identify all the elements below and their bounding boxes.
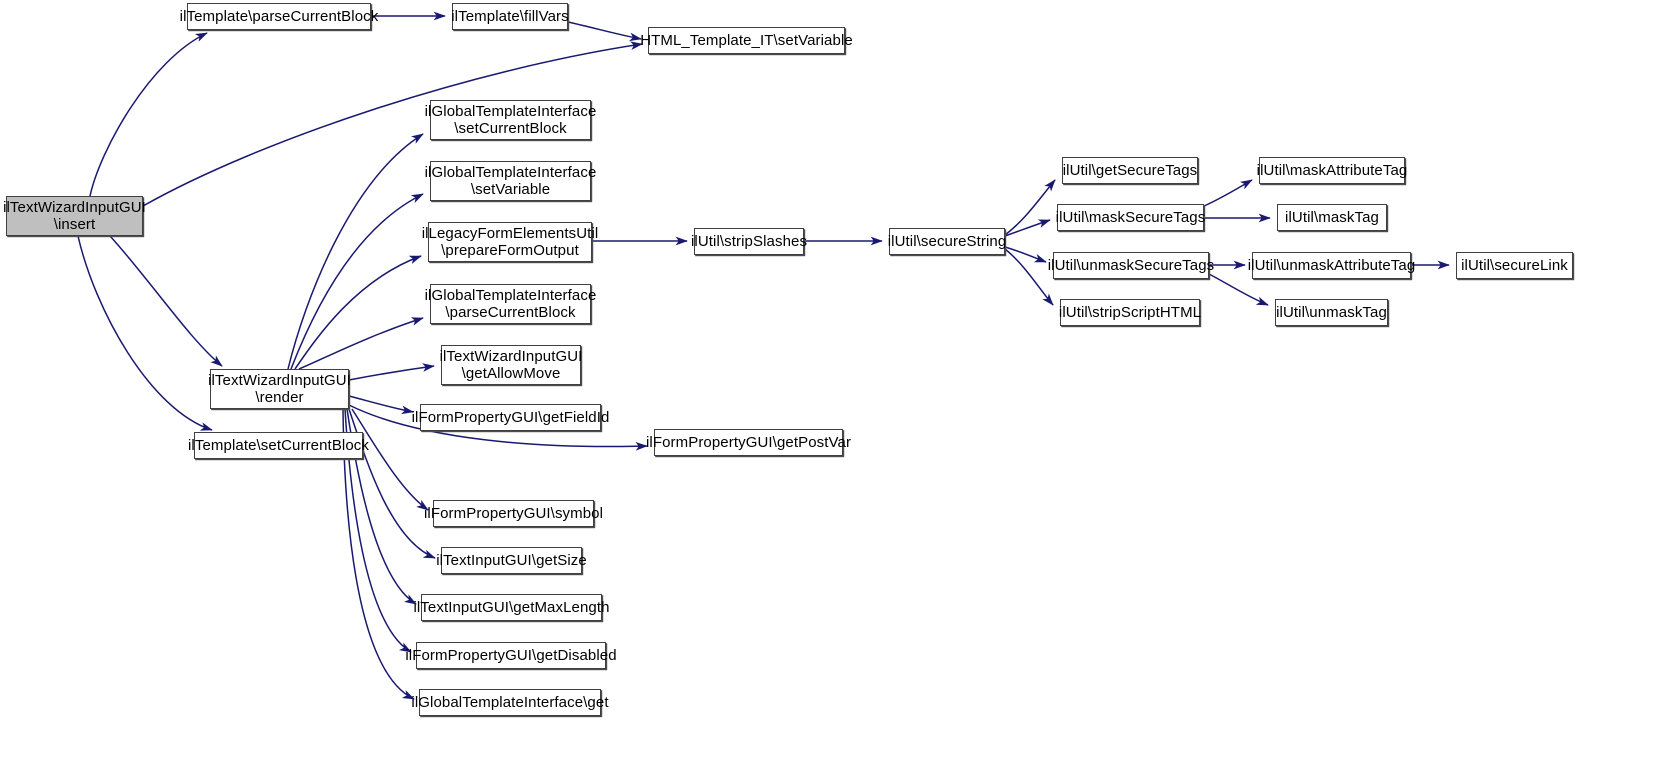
graph-node-label: ilUtil\maskSecureTags [1055,209,1206,226]
graph-node-label: ilUtil\secureLink [1461,257,1568,274]
graph-node-maskTag[interactable]: ilUtil\maskTag [1277,204,1387,231]
graph-node-label: ilLegacyFormElementsUtil \prepareFormOut… [421,225,599,259]
graph-node-label: ilUtil\unmaskAttributeTag [1247,257,1416,274]
graph-node-symbol[interactable]: ilFormPropertyGUI\symbol [424,500,603,527]
graph-edge-secureString-to-maskSecureTags [1004,219,1051,237]
graph-node-tplSetCurrentBlock[interactable]: ilTemplate\setCurrentBlock [188,432,369,459]
graph-node-label: ilTemplate\setCurrentBlock [188,437,370,454]
graph-node-maskAttributeTag[interactable]: ilUtil\maskAttributeTag [1257,157,1407,184]
graph-edge-render-to-gtiSetCurrentBlock [287,133,424,370]
graph-edge-render-to-getAllowMove [348,363,435,381]
graph-node-label: ilGlobalTemplateInterface\get [411,694,609,711]
graph-node-label: ilUtil\secureString [887,233,1007,250]
graph-node-unmaskAttributeTag[interactable]: ilUtil\unmaskAttributeTag [1248,252,1415,279]
graph-node-render[interactable]: ilTextWizardInputGUI \render [208,369,351,409]
graph-node-parseCurrentBlock[interactable]: ilTemplate\parseCurrentBlock [180,3,378,30]
graph-edge-secureString-to-unmaskSecureTags [1004,246,1047,263]
graph-node-prepareFormOutput[interactable]: ilLegacyFormElementsUtil \prepareFormOut… [422,222,598,262]
graph-edge-fillVars-to-setVariableIT [567,21,642,42]
graph-node-label: ilUtil\unmaskSecureTags [1047,257,1215,274]
graph-node-secureString[interactable]: ilUtil\secureString [888,228,1006,255]
graph-node-label: ilUtil\maskTag [1285,209,1379,226]
graph-node-getAllowMove[interactable]: ilTextWizardInputGUI \getAllowMove [440,345,582,385]
graph-node-label: ilGlobalTemplateInterface \setCurrentBlo… [424,103,597,137]
graph-node-gtiGet[interactable]: ilGlobalTemplateInterface\get [411,689,608,716]
graph-node-setVariableIT[interactable]: HTML_Template_IT\setVariable [640,27,853,54]
graph-node-secureLink[interactable]: ilUtil\secureLink [1456,252,1573,279]
graph-edge-render-to-gtiParseCurrentBlock [298,317,424,370]
graph-node-label: ilTemplate\parseCurrentBlock [179,8,379,25]
graph-node-label: HTML_Template_IT\setVariable [640,32,853,49]
graph-node-insert[interactable]: ilTextWizardInputGUI \insert [3,196,146,236]
graph-node-getDisabled[interactable]: ilFormPropertyGUI\getDisabled [405,642,617,669]
graph-node-unmaskSecureTags[interactable]: ilUtil\unmaskSecureTags [1048,252,1214,279]
graph-node-getMaxLength[interactable]: ilTextInputGUI\getMaxLength [413,594,609,621]
graph-node-label: ilUtil\getSecureTags [1062,162,1198,179]
graph-node-label: ilTextInputGUI\getMaxLength [413,599,610,616]
graph-node-getPostVar[interactable]: ilFormPropertyGUI\getPostVar [646,429,851,456]
graph-node-label: ilFormPropertyGUI\getDisabled [405,647,617,664]
graph-edge-render-to-gtiSetVariable [290,193,424,370]
graph-node-unmaskTag[interactable]: ilUtil\unmaskTag [1275,299,1388,326]
graph-node-label: ilUtil\stripSlashes [690,233,808,250]
graph-node-label: ilGlobalTemplateInterface \parseCurrentB… [424,287,597,321]
graph-node-label: ilUtil\unmaskTag [1276,304,1387,321]
graph-node-label: ilTemplate\fillVars [451,8,569,25]
graph-node-label: ilGlobalTemplateInterface \setVariable [424,164,597,198]
graph-node-fillVars[interactable]: ilTemplate\fillVars [451,3,569,30]
graph-node-label: ilTextWizardInputGUI \render [208,372,351,406]
graph-node-label: ilUtil\maskAttributeTag [1256,162,1408,179]
graph-node-label: ilUtil\stripScriptHTML [1058,304,1202,321]
graph-edge-secureString-to-getSecureTags [1004,179,1056,236]
graph-node-gtiSetVariable[interactable]: ilGlobalTemplateInterface \setVariable [425,161,596,201]
graph-edge-insert-to-render [109,235,223,367]
graph-node-gtiSetCurrentBlock[interactable]: ilGlobalTemplateInterface \setCurrentBlo… [425,100,596,140]
graph-edge-render-to-getFieldId [348,395,414,415]
graph-node-maskSecureTags[interactable]: ilUtil\maskSecureTags [1056,204,1205,231]
graph-edge-insert-to-tplSetCurrentBlock [77,235,213,431]
graph-node-label: ilFormPropertyGUI\symbol [423,505,604,522]
graph-node-stripScriptHTML[interactable]: ilUtil\stripScriptHTML [1059,299,1201,326]
edge-group [77,11,1450,700]
graph-edge-maskSecureTags-to-maskAttributeTag [1203,179,1253,207]
graph-node-label: ilFormPropertyGUI\getPostVar [645,434,852,451]
graph-node-stripSlashes[interactable]: ilUtil\stripSlashes [691,228,807,255]
graph-node-getSize[interactable]: ilTextInputGUI\getSize [436,547,587,574]
graph-edge-insert-to-parseCurrentBlock [89,32,208,197]
graph-node-label: ilTextWizardInputGUI \getAllowMove [439,348,583,382]
graph-node-label: ilTextInputGUI\getSize [436,552,587,569]
graph-node-label: ilFormPropertyGUI\getFieldId [411,409,610,426]
graph-node-getFieldId[interactable]: ilFormPropertyGUI\getFieldId [412,404,609,431]
graph-node-label: ilTextWizardInputGUI \insert [3,199,146,233]
graph-node-getSecureTags[interactable]: ilUtil\getSecureTags [1062,157,1198,184]
graph-node-gtiParseCurrentBlock[interactable]: ilGlobalTemplateInterface \parseCurrentB… [425,284,596,324]
graph-edge-render-to-prepareFormOutput [294,255,422,370]
